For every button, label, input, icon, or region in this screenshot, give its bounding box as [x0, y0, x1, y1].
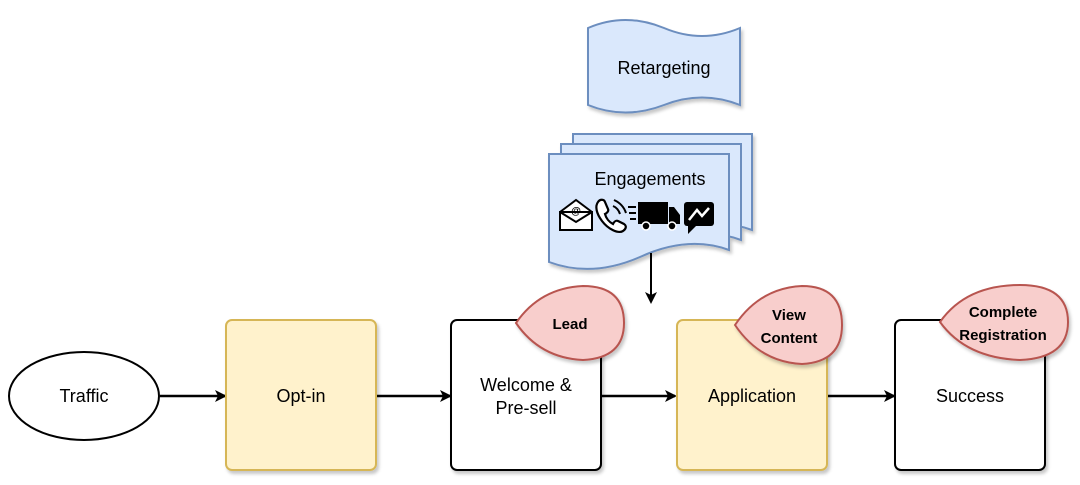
lead-tag-label: Lead [552, 316, 587, 333]
svg-text:@: @ [571, 206, 581, 217]
messenger-icon [684, 202, 714, 234]
retargeting-node[interactable] [587, 19, 741, 114]
view-content-label-line2: Content [761, 330, 818, 347]
optin-label: Opt-in [276, 386, 325, 406]
complete-registration-label-line2: Registration [959, 327, 1047, 344]
optin-node[interactable] [225, 319, 377, 471]
application-label: Application [708, 386, 796, 406]
complete-registration-label-line1: Complete [969, 304, 1037, 321]
traffic-label: Traffic [59, 386, 108, 406]
success-label: Success [936, 386, 1004, 406]
view-content-tag[interactable] [733, 284, 844, 366]
welcome-label-line2: Pre-sell [495, 398, 556, 418]
view-content-label-line1: View [772, 307, 806, 324]
delivery-truck-icon [628, 202, 680, 231]
retargeting-label: Retargeting [617, 58, 710, 78]
complete-registration-tag[interactable] [938, 283, 1070, 362]
engagements-label: Engagements [594, 169, 705, 189]
phone-icon [595, 198, 627, 233]
email-icon: @ [559, 198, 593, 231]
welcome-label-line1: Welcome & [480, 375, 572, 395]
lead-tag[interactable] [514, 284, 626, 362]
traffic-node[interactable] [8, 351, 160, 441]
